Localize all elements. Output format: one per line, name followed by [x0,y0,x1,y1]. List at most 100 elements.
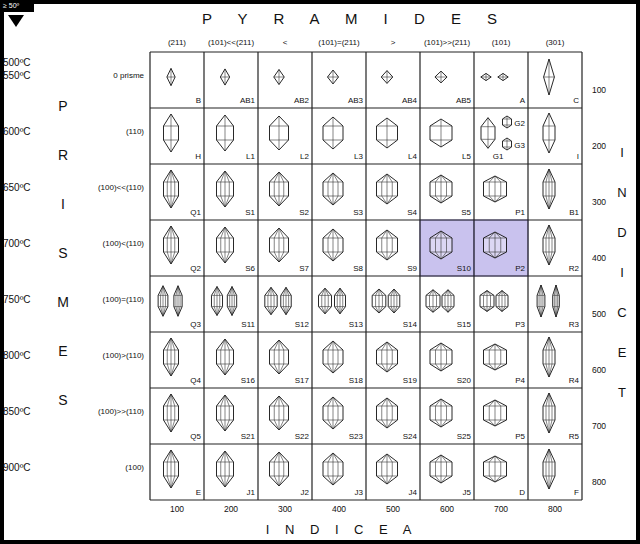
crystal-edge [171,68,172,85]
crystal-edge [499,307,502,312]
crystal-edge [502,307,505,312]
crystal-outline [381,71,393,84]
grid-lines [150,52,582,500]
crystal-outline [164,226,179,264]
crystal-edge [435,238,436,252]
crystal-code: D [519,489,525,497]
crystal-code: S20 [457,377,471,385]
crystal-outline [158,286,168,316]
crystal-edge [225,451,229,462]
crystal-edge [229,350,230,364]
crystal-code: S2 [299,209,309,217]
grid-line [150,331,582,332]
temperature-label: 800ºC [3,351,31,361]
crystal-edge [167,364,171,376]
zircon-crystal [328,70,339,84]
crystal-edge [167,226,171,238]
zircon-crystal [164,450,179,488]
crystal-edge [274,182,275,196]
crystal-edge [214,295,215,306]
crystal-outline [323,173,343,205]
crystal-edge [167,420,171,432]
zircon-crystal [270,396,289,430]
crystal-edge [387,342,392,350]
crystal-edge [394,289,395,313]
crystal-edge [489,420,495,426]
crystal-edge [549,337,550,377]
crystal-edge [487,307,491,312]
index-number: 200 [224,505,238,514]
crystal-edge [502,291,503,312]
crystal-edge [387,398,388,428]
crystal-edge [539,285,541,295]
temperature-label: 900ºC [3,463,31,473]
crystal-outline [388,289,400,313]
crystal-edge [268,307,271,315]
crystal-edge [217,307,220,316]
crystal-edge [549,476,552,489]
crystal-edge [167,450,171,462]
crystal-edge [225,252,229,263]
crystal-code: Q3 [190,321,201,329]
crystal-edge [279,396,284,406]
crystal-edge [221,196,225,207]
crystal-edge [333,229,338,238]
crystal-edge [379,289,380,313]
crystal-edge [171,394,175,406]
crystal-edge [500,406,501,420]
crystal-code: S8 [353,265,363,273]
crystal-edge [441,343,442,371]
crystal-edge [541,307,543,317]
grid-line [150,499,582,500]
crystal-outline [430,343,452,371]
crystal-edge [392,238,393,252]
crystal-edge [487,291,488,312]
crystal-edge [495,232,496,258]
crystal-edge [268,287,271,295]
axis-title: I N D I C E T [616,133,629,413]
crystal-edge [495,344,501,350]
crystal-edge [541,285,543,295]
crystal-edge [436,399,442,406]
crystal-outline [377,342,398,372]
crystal-code: H [195,153,201,161]
index-number: 600 [592,366,606,375]
crystal-edge [546,449,549,462]
crystal-edge [274,350,275,364]
crystal-edge [328,364,333,373]
crystal-outline [270,396,289,430]
corner-box [0,0,34,12]
crystal-edge [328,229,333,238]
crystal-edge [381,238,382,252]
crystal-code: J5 [463,489,471,497]
crystal-edge [328,295,329,306]
crystal-code: P5 [515,433,525,441]
crystal-edge [333,252,338,261]
crystal-code: S3 [353,209,363,217]
prism-label: (100)>(110) [103,352,144,360]
crystal-code: P2 [515,265,525,273]
crystal-outline [537,285,545,317]
crystal-edge [387,174,392,182]
crystal-edge [489,456,495,462]
crystal-code: B [196,97,201,105]
crystal-edge [546,169,549,182]
crystal-edge [436,476,442,483]
grid-line [150,219,582,220]
crystal-edge [221,395,225,406]
crystal-edge [546,476,549,489]
crystal-edge [274,452,279,462]
crystal-edge [230,287,232,296]
crystal-outline [377,454,398,484]
crystal-edge [381,406,382,420]
column-header: (101)>>(211) [424,39,470,47]
crystal-edge [376,289,379,295]
crystal-edge [448,307,451,313]
crystal-edge [441,455,447,462]
zircon-crystal [220,69,229,85]
crystal-edge [552,182,553,196]
crystal-edge [488,118,489,149]
crystal-edge [490,295,491,306]
crystal-edge [448,290,451,296]
crystal-edge [376,307,379,313]
